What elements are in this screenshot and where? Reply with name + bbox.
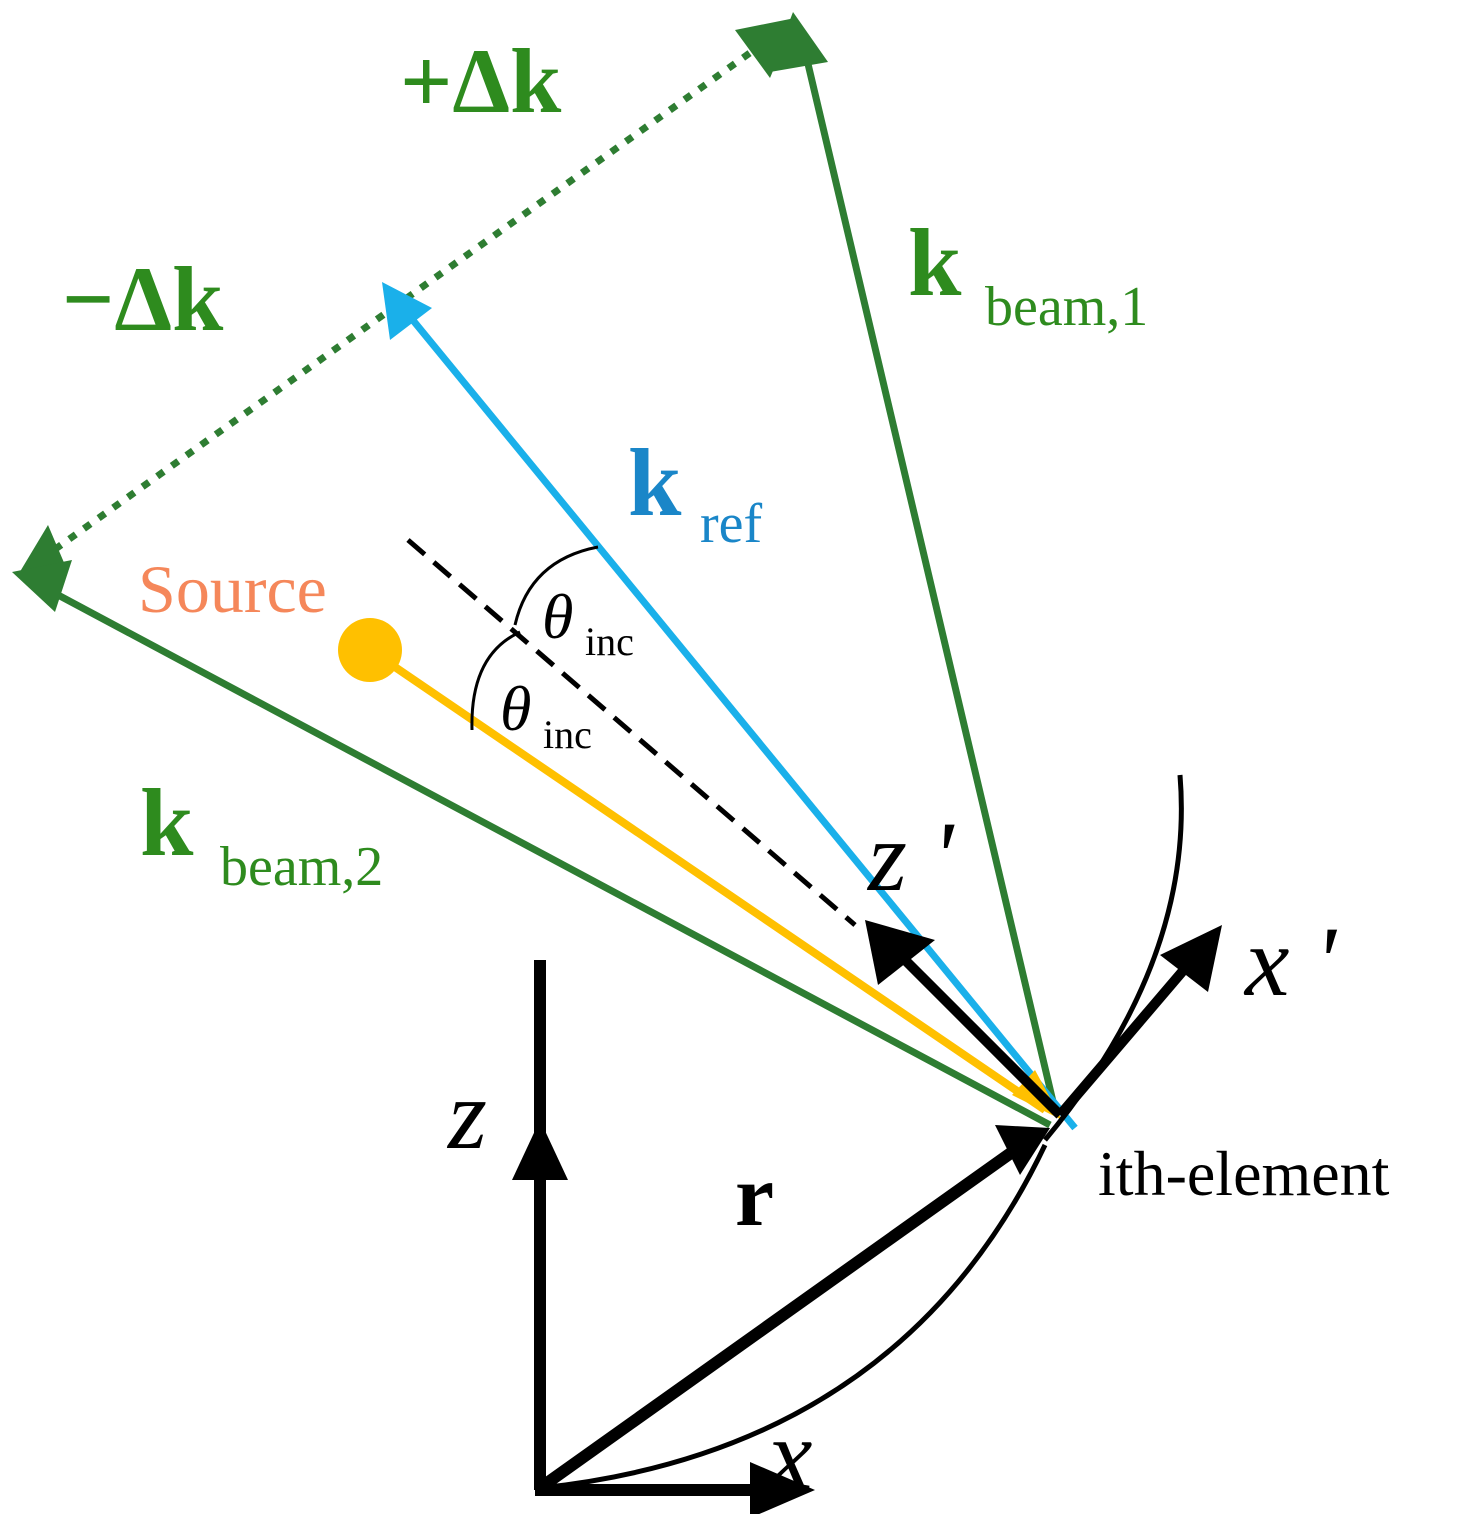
r-vector-arrowhead [995, 1125, 1050, 1175]
plus-delta-k-label: +Δk [400, 30, 562, 132]
z-axis-label: z [446, 1059, 487, 1170]
delta-k-arrowhead-left [18, 525, 68, 575]
z-prime-axis [891, 946, 1064, 1119]
k-beam1-arrowhead [770, 12, 828, 72]
z-prime-label: z ' [866, 801, 955, 912]
x-axis-label: x [766, 1399, 812, 1510]
theta-inc-lower-label: θ inc [500, 673, 592, 757]
k-ref-arrowhead [382, 282, 432, 340]
r-vector [536, 1145, 1019, 1493]
k-beam2-arrowhead [12, 560, 72, 612]
theta-inc-arc-upper [513, 545, 599, 626]
z-axis-arrowhead [512, 1120, 568, 1180]
k-beam2-label: k beam,2 [140, 769, 383, 898]
theta-inc-upper-label: θ inc [542, 581, 634, 664]
theta-inc-arc-lower [470, 630, 521, 731]
k-ref-label: k ref [628, 429, 763, 555]
z-prime-arrowhead [865, 920, 935, 985]
k-beam1-label: k beam,1 [908, 209, 1148, 338]
x-axis-arrowhead [750, 1462, 815, 1514]
minus-delta-k-label: −Δk [62, 248, 224, 350]
element-surface-curve [1043, 774, 1184, 1142]
x-prime-label: x ' [1243, 906, 1337, 1017]
k-ref-arrow [395, 299, 1078, 1131]
x-prime-arrowhead [1160, 925, 1222, 992]
k-beam2-arrow [28, 576, 1052, 1129]
source-label: Source [138, 551, 327, 627]
element-label: ith-element [1098, 1138, 1390, 1209]
r-label: r [735, 1148, 774, 1245]
k-beam1-arrow [796, 29, 1059, 1111]
origin-to-element-curve [539, 1143, 1048, 1491]
normal-dashed-line [406, 538, 857, 927]
delta-k-arrowhead-top [735, 18, 795, 78]
source-point [338, 618, 402, 682]
source-arrow [367, 646, 1048, 1114]
